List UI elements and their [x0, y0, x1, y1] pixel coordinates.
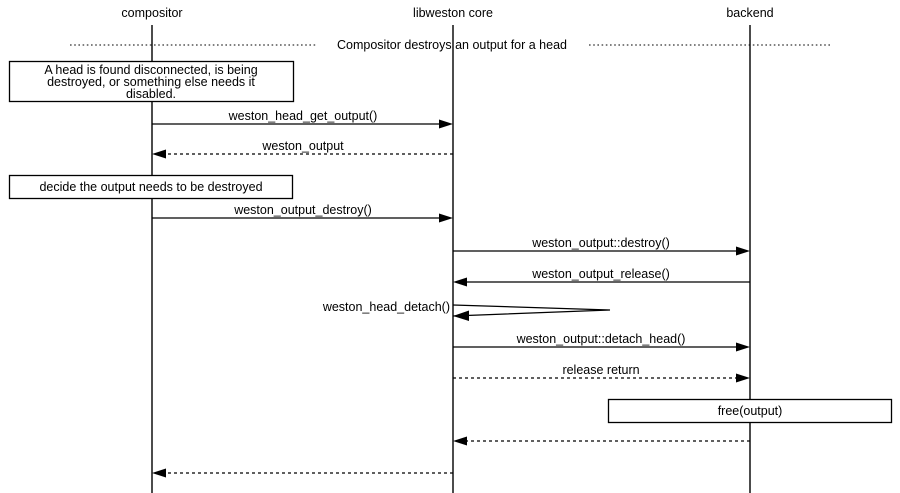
- note-head-disconnected-line-1: A head is found disconnected, is being: [44, 63, 257, 77]
- participant-label-libweston-core: libweston core: [413, 6, 493, 20]
- message-weston-head-detach: weston_head_detach(): [322, 300, 611, 321]
- message-label-weston-output-destroy-vfunc: weston_output::destroy(): [531, 236, 670, 250]
- message-label-weston-output-detach-head: weston_output::detach_head(): [516, 332, 686, 346]
- message-destroy-return: [152, 468, 453, 478]
- participant-label-compositor: compositor: [121, 6, 182, 20]
- message-weston-head-get-output: weston_head_get_output(): [152, 109, 453, 129]
- arrowhead-right-icon: [439, 213, 453, 223]
- note-head-disconnected-box: [8, 60, 295, 103]
- message-weston-output-release: weston_output_release(): [453, 267, 750, 287]
- arrowhead-left-icon: [152, 468, 166, 478]
- message-label-weston-head-detach: weston_head_detach(): [322, 300, 450, 314]
- note-head-disconnected: A head is found disconnected, is being d…: [8, 60, 295, 103]
- note-free-output: free(output): [607, 398, 893, 424]
- message-loop-weston-head-detach: [452, 304, 611, 317]
- message-label-weston-output-release: weston_output_release(): [531, 267, 670, 281]
- divider-label: Compositor destroys an output for a head: [337, 38, 567, 52]
- note-free-output-box: [607, 398, 893, 424]
- note-decide-destroy-line-1: decide the output needs to be destroyed: [39, 180, 262, 194]
- arrowhead-left-icon: [453, 310, 469, 321]
- arrowhead-left-icon: [453, 436, 467, 446]
- arrowhead-left-icon: [152, 149, 166, 159]
- message-label-release-return: release return: [562, 363, 639, 377]
- note-decide-destroy-box: [8, 174, 294, 200]
- arrowhead-right-icon: [736, 246, 750, 256]
- message-release-return: release return: [453, 363, 750, 383]
- arrowhead-right-icon: [439, 119, 453, 129]
- note-head-disconnected-line-2: destroyed, or something else needs it: [47, 75, 255, 89]
- message-weston-output-detach-head: weston_output::detach_head(): [453, 332, 750, 352]
- message-free-output-return: [453, 436, 750, 446]
- arrowhead-right-icon: [736, 373, 750, 383]
- message-weston-output-destroy-vfunc: weston_output::destroy(): [453, 236, 750, 256]
- arrowhead-left-icon: [453, 277, 467, 287]
- divider-compositor-destroys-output: Compositor destroys an output for a head: [70, 38, 830, 52]
- participant-headers: compositor libweston core backend: [121, 6, 773, 20]
- note-head-disconnected-line-3: disabled.: [126, 87, 176, 101]
- message-weston-output-return: weston_output: [152, 139, 453, 159]
- participant-label-backend: backend: [726, 6, 773, 20]
- note-free-output-line-1: free(output): [718, 404, 783, 418]
- note-decide-destroy: decide the output needs to be destroyed: [8, 174, 294, 200]
- message-label-weston-output-destroy: weston_output_destroy(): [233, 203, 372, 217]
- message-label-weston-output-return: weston_output: [261, 139, 344, 153]
- message-weston-output-destroy: weston_output_destroy(): [152, 203, 453, 223]
- arrowhead-right-icon: [736, 342, 750, 352]
- message-label-weston-head-get-output: weston_head_get_output(): [228, 109, 378, 123]
